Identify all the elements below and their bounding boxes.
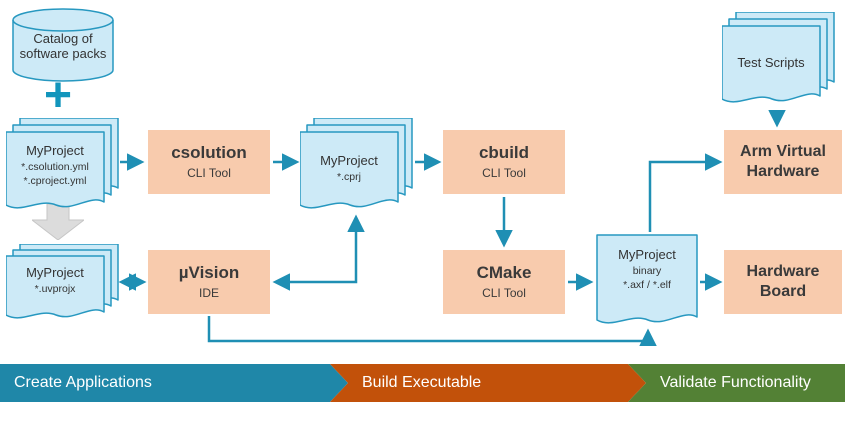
catalog-cylinder: Catalog of software packs [8, 6, 118, 86]
cmake-subtitle: CLI Tool [482, 285, 526, 300]
binary-sub1: binary [632, 264, 662, 277]
cmake-box: CMake CLI Tool [443, 250, 565, 314]
hardware-board-line2: Board [759, 283, 807, 300]
myproject-yml-sub1: *.csolution.yml [21, 160, 89, 173]
document-stack-icon [6, 118, 119, 209]
plus-icon: + [43, 69, 73, 122]
uvision-subtitle: IDE [198, 285, 219, 300]
document-stack-test-scripts: Test Scripts [722, 12, 836, 112]
myproject-yml-sub2: *.cproject.yml [23, 175, 87, 187]
myproject-uvprojx-title: MyProject [26, 265, 84, 280]
document-stack-icon [6, 244, 119, 319]
myproject-uvprojx-sub1: *.uvprojx [34, 282, 76, 295]
catalog-label-line2: software packs [19, 45, 107, 61]
phase-build-executable: Build Executable [330, 364, 646, 402]
connector-uvision-to-binary [207, 316, 657, 346]
phase-label-create-applications: Create Applications [14, 374, 152, 391]
phase-label-build-executable: Build Executable [362, 374, 482, 391]
binary-sub2: *.axf / *.elf [623, 279, 671, 291]
document-stack-myproject-cprj: MyProject *.cprj [300, 118, 414, 218]
avh-title-line2: Hardware [746, 163, 820, 180]
binary-title: MyProject [618, 247, 676, 262]
hardware-board-box: Hardware Board [724, 250, 842, 314]
uvision-title: µVision [178, 263, 240, 283]
csolution-subtitle: CLI Tool [187, 165, 231, 180]
arm-virtual-hardware-box: Arm Virtual Hardware [724, 130, 842, 194]
connector-binary-to-avh [648, 153, 723, 232]
cbuild-box: cbuild CLI Tool [443, 130, 565, 194]
csolution-title: csolution [171, 143, 247, 163]
cbuild-title: cbuild [478, 143, 530, 163]
hardware-board-line1: Hardware [746, 263, 820, 280]
phase-validate-functionality: Validate Functionality [628, 364, 845, 402]
document-stack-icon [300, 118, 413, 209]
cylinder-shape-icon [12, 8, 114, 82]
cmake-title: CMake [476, 263, 532, 283]
document-stack-icon [722, 12, 835, 103]
cbuild-subtitle: CLI Tool [482, 165, 526, 180]
phase-label-validate-functionality: Validate Functionality [660, 374, 811, 391]
myproject-yml-title: MyProject [26, 143, 84, 158]
myproject-cprj-title: MyProject [320, 153, 378, 168]
csolution-box: csolution CLI Tool [148, 130, 270, 194]
avh-title-line1: Arm Virtual [740, 143, 826, 160]
phase-create-applications: Create Applications [0, 364, 348, 402]
myproject-cprj-sub1: *.cprj [337, 170, 361, 183]
document-myproject-binary: MyProject binary *.axf / *.elf [596, 234, 700, 332]
uvision-box: µVision IDE [148, 250, 270, 314]
document-stack-myproject-uvprojx: MyProject *.uvprojx [6, 244, 120, 328]
document-stack-myproject-yml: MyProject *.csolution.yml *.cproject.yml [6, 118, 120, 218]
connector-uvision-cprj-bidirectional [272, 214, 365, 291]
catalog-label-line1: Catalog of [33, 31, 93, 46]
test-scripts-title: Test Scripts [737, 55, 805, 70]
